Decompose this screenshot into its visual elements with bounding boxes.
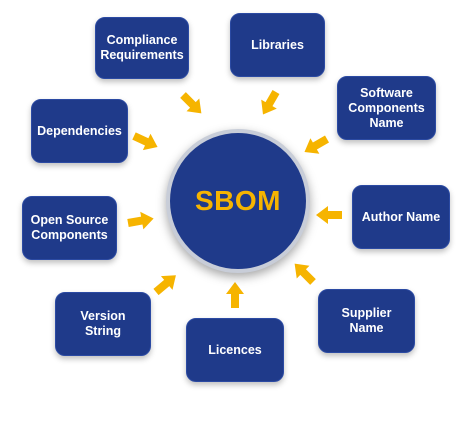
- node-software-components-name: Software Components Name: [337, 76, 436, 140]
- arrow-compliance-icon: [176, 88, 208, 120]
- node-author-name: Author Name: [352, 185, 450, 249]
- arrow-version-string-icon: [150, 268, 182, 299]
- arrow-libraries-icon: [255, 87, 284, 120]
- node-compliance-requirements: Compliance Requirements: [95, 17, 189, 79]
- arrow-open-source-icon: [126, 209, 156, 232]
- node-version-string: Version String: [55, 292, 151, 356]
- node-libraries: Libraries: [230, 13, 325, 77]
- node-licences: Licences: [186, 318, 284, 382]
- sbom-title: SBOM: [195, 185, 281, 216]
- node-open-source-components: Open Source Components: [22, 196, 117, 260]
- arrow-software-components-icon: [299, 131, 332, 160]
- arrow-dependencies-icon: [130, 127, 162, 156]
- sbom-center-circle: SBOM: [166, 129, 310, 273]
- arrow-supplier-name-icon: [288, 257, 320, 289]
- node-supplier-name: Supplier Name: [318, 289, 415, 353]
- arrow-licences-icon: [226, 282, 244, 308]
- arrow-author-name-icon: [316, 206, 342, 224]
- node-dependencies: Dependencies: [31, 99, 128, 163]
